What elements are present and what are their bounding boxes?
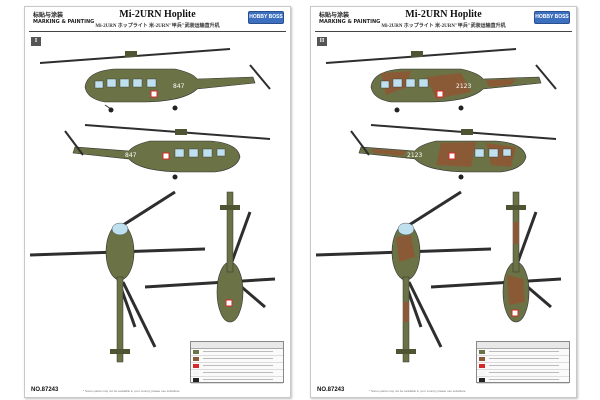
right-profile-view: 847	[64, 124, 271, 180]
side-number-label-right: 847	[125, 152, 137, 159]
left-profile-view: 847	[39, 48, 271, 113]
kit-number: NO.87243	[317, 387, 345, 393]
header-chinese: 标贴与涂装	[33, 12, 64, 19]
sheet-title: Mi-2URN Hoplite	[405, 9, 482, 20]
color-chart-table	[190, 341, 284, 384]
bottom-plan-view	[430, 191, 562, 323]
right-profile-view: 2123	[350, 124, 557, 180]
helicopter-views: 2123 2123	[315, 48, 562, 363]
hobby-boss-logo: HOBBY BOSS	[248, 11, 284, 24]
sheet-title: Mi-2URN Hoplite	[119, 9, 196, 20]
paint-note: * Some paints may not be available in yo…	[83, 389, 180, 393]
painting-sheet-scheme-1: 标贴与涂装 MARKING & PAINTING Mi-2URN Hoplite…	[24, 6, 291, 398]
hobby-boss-logo: HOBBY BOSS	[534, 11, 570, 24]
sheet-subtitle: Mi-2URN ホップライト 米-2URN"甲兵"武装运输直升机	[381, 24, 506, 29]
painting-sheet-scheme-2: 标贴与涂装 MARKING & PAINTING Mi-2URN Hoplite…	[310, 6, 577, 398]
scheme-number: II	[317, 37, 327, 46]
header-english: MARKING & PAINTING	[319, 19, 381, 25]
header-english: MARKING & PAINTING	[33, 19, 95, 25]
helicopter-views: 847 847	[29, 48, 276, 363]
header-chinese: 标贴与涂装	[319, 12, 350, 19]
color-chart-table	[476, 341, 570, 384]
paint-note: * Some paints may not be available in yo…	[369, 389, 466, 393]
left-profile-view: 2123	[325, 48, 557, 113]
side-number-label: 847	[173, 83, 185, 90]
sheet-subtitle: Mi-2URN ホップライト 米-2URN"甲兵"武装运输直升机	[95, 24, 220, 29]
kit-number: NO.87243	[31, 387, 59, 393]
header-rule	[315, 31, 572, 32]
header-rule	[29, 31, 286, 32]
top-plan-view	[315, 190, 492, 363]
bottom-plan-view	[144, 191, 276, 323]
scheme-number: I	[31, 37, 41, 46]
top-plan-view	[29, 190, 206, 363]
side-number-label-right: 2123	[407, 152, 422, 159]
side-number-label: 2123	[456, 83, 471, 90]
